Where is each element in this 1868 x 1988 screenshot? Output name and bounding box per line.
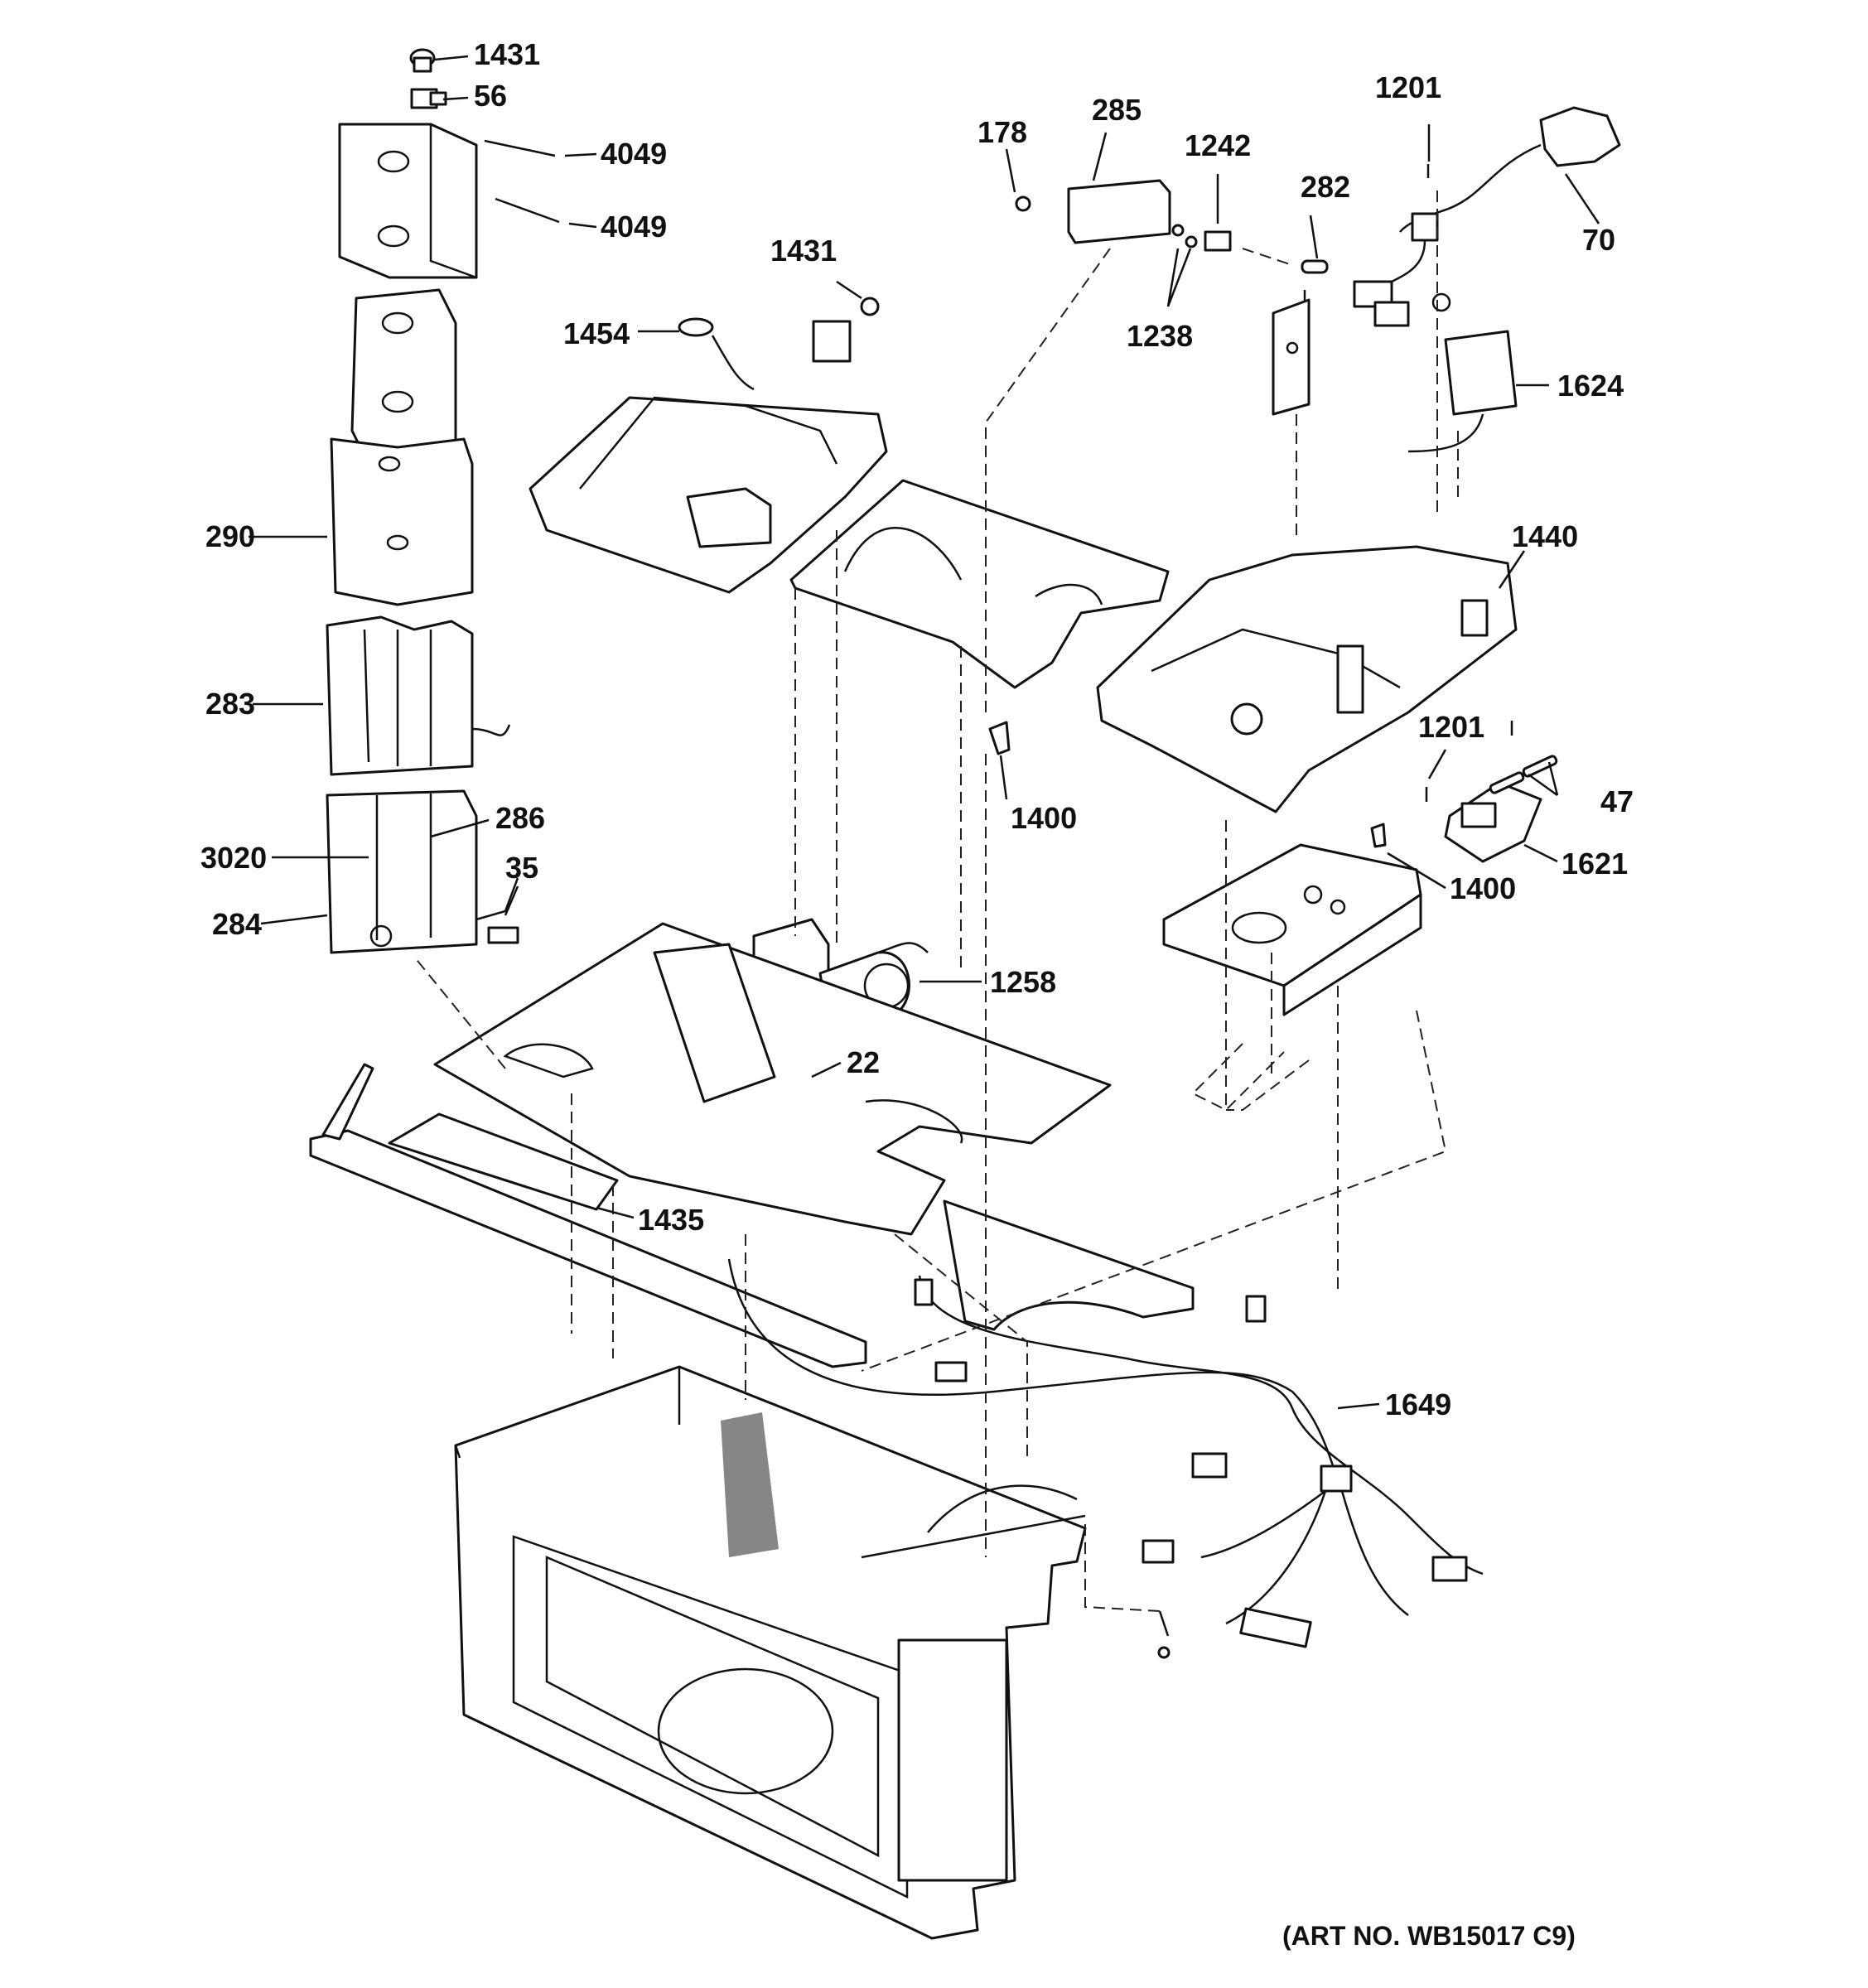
part-3020-heater-element <box>326 789 519 954</box>
label-1454: 1454 <box>563 316 630 350</box>
part-bracket-plate <box>1272 298 1310 416</box>
label-1400-a: 1400 <box>1011 801 1077 835</box>
label-1431-a: 1431 <box>474 37 540 71</box>
art-number: (ART NO. WB15017 C9) <box>1282 1921 1576 1951</box>
part-1431-top-thermostat <box>409 48 436 73</box>
label-1238: 1238 <box>1127 319 1193 353</box>
label-1621: 1621 <box>1561 847 1628 881</box>
part-285-filter-box <box>1067 179 1171 244</box>
label-286: 286 <box>495 801 545 835</box>
label-22: 22 <box>847 1045 880 1079</box>
label-282: 282 <box>1301 170 1350 204</box>
label-1258: 1258 <box>990 965 1056 999</box>
label-3020: 3020 <box>200 841 267 875</box>
label-47: 47 <box>1600 784 1634 818</box>
label-1649: 1649 <box>1385 1387 1451 1421</box>
label-1624: 1624 <box>1557 369 1624 403</box>
part-heater-channel <box>350 288 457 457</box>
part-290-heater-cover <box>330 437 474 606</box>
label-70: 70 <box>1582 223 1615 257</box>
label-4049-b: 4049 <box>601 210 667 244</box>
label-1242: 1242 <box>1185 128 1251 162</box>
part-47-fuses <box>1489 755 1558 794</box>
part-1649-wire-harness <box>727 1258 1484 1659</box>
label-1435: 1435 <box>638 1203 704 1237</box>
part-1624-control-board <box>1407 330 1518 453</box>
part-1242-connector <box>1204 230 1232 252</box>
part-1621-board <box>1444 781 1542 863</box>
part-1440-control-housing <box>1096 545 1518 813</box>
label-1400-b: 1400 <box>1450 871 1516 905</box>
callout-labels: 1431 56 4049 4049 1431 1454 178 285 1242… <box>200 37 1634 1951</box>
label-1201-b: 1201 <box>1418 710 1484 744</box>
leader-lines <box>249 55 1600 1410</box>
label-35: 35 <box>505 851 538 885</box>
part-duct-panel <box>943 1199 1195 1331</box>
label-290: 290 <box>205 519 255 553</box>
label-1440: 1440 <box>1512 519 1578 553</box>
part-mounting-plate <box>1162 843 1422 1016</box>
label-283: 283 <box>205 687 255 721</box>
label-56: 56 <box>474 79 507 113</box>
part-microwave-cavity <box>454 1365 1087 1940</box>
part-178-screw <box>1015 195 1031 212</box>
label-285: 285 <box>1092 93 1142 127</box>
label-1431-b: 1431 <box>770 234 837 268</box>
part-1238-screws <box>1171 224 1198 248</box>
label-178: 178 <box>977 115 1027 149</box>
part-56-bracket <box>410 88 447 109</box>
part-1454-convection-housing <box>529 297 888 594</box>
part-duct-base-plate <box>433 922 1112 1236</box>
part-1400-clips <box>988 721 1387 848</box>
part-4049-rods <box>484 139 560 224</box>
part-283-reflector <box>326 615 511 776</box>
part-top-duct-plate <box>789 479 1170 689</box>
part-heater-box-upper <box>338 123 478 279</box>
part-1201-screws <box>1303 164 1513 802</box>
label-4049-a: 4049 <box>601 137 667 171</box>
part-1435-trim-strip <box>309 1063 867 1368</box>
label-284: 284 <box>212 907 262 941</box>
part-70-power-cord <box>1353 106 1621 327</box>
label-1201-a: 1201 <box>1375 70 1441 104</box>
part-282-fuse <box>1301 259 1329 274</box>
assembly-guide-lines <box>413 191 1459 1612</box>
